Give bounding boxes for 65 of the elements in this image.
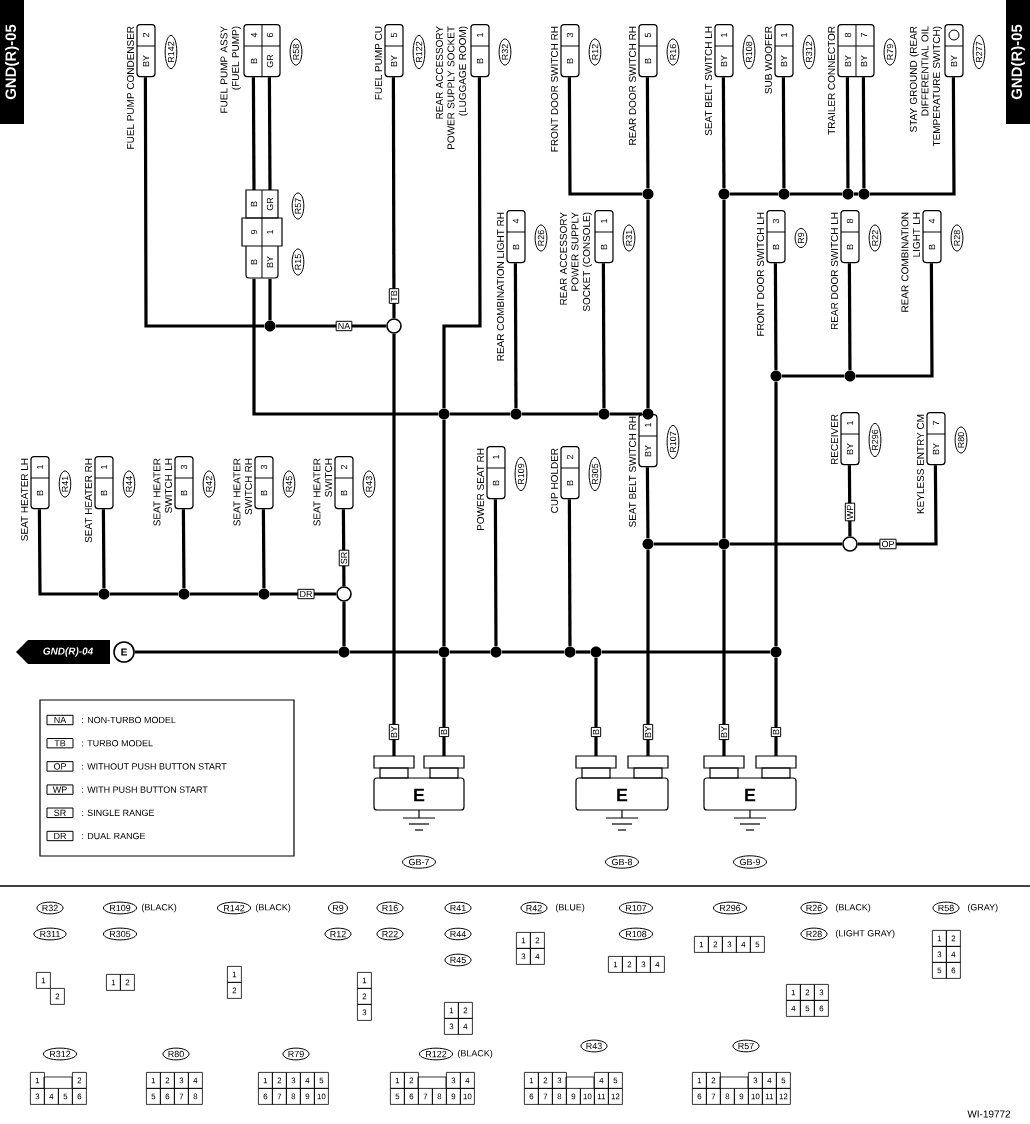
wire: [252, 278, 439, 416]
wire: [267, 77, 272, 191]
wire: [442, 419, 446, 647]
wire: [781, 77, 786, 189]
wire: [449, 412, 511, 416]
wire: [722, 549, 726, 756]
wire: [134, 650, 339, 654]
wire: [861, 77, 866, 189]
wire: [442, 657, 446, 756]
wire: [847, 263, 852, 371]
wire: [646, 199, 650, 409]
wire: [181, 509, 186, 589]
wire: [774, 657, 778, 756]
wire: [349, 650, 439, 654]
wire: [143, 77, 265, 328]
wire: [594, 657, 598, 756]
wire: [773, 263, 778, 371]
wire: [774, 381, 778, 647]
wire: [789, 192, 843, 196]
open-junction: [842, 536, 858, 552]
wire: [269, 592, 337, 596]
wire: [449, 650, 491, 654]
wire: [653, 542, 719, 546]
wire: [392, 333, 396, 756]
wire: [645, 467, 650, 539]
wire: [857, 465, 938, 546]
wire: [847, 465, 852, 537]
wire: [501, 650, 565, 654]
wire: [567, 499, 572, 647]
wire: [521, 412, 599, 416]
wire: [855, 263, 934, 378]
wire: [493, 499, 498, 647]
wire: [251, 77, 256, 191]
wire: [646, 549, 650, 756]
wire: [567, 77, 643, 196]
wire: [729, 542, 843, 546]
ground-connector: E: [703, 755, 797, 811]
wire: [189, 592, 259, 596]
wire: [268, 278, 272, 321]
wire: [601, 263, 606, 409]
wire: [342, 601, 346, 647]
wire: [391, 77, 396, 319]
wire: [729, 192, 779, 196]
ground-connector: E: [575, 755, 669, 811]
wire: [853, 192, 859, 196]
open-junction: [386, 318, 402, 334]
wire: [101, 509, 106, 589]
wire: [513, 263, 518, 409]
wire: [869, 77, 956, 196]
wire: [109, 592, 179, 596]
wire: [341, 509, 346, 587]
wire: [645, 77, 650, 189]
wire: [575, 650, 591, 654]
wire: [442, 77, 482, 409]
wire: [721, 77, 726, 189]
open-junction: [336, 586, 352, 602]
wire: [37, 509, 99, 596]
ground-connector: E: [373, 755, 465, 811]
wire: [845, 77, 850, 189]
wire: [781, 374, 845, 378]
wire: [609, 412, 643, 416]
wire: [601, 650, 771, 654]
wire: [275, 324, 387, 328]
wire: [722, 199, 726, 539]
wire: [261, 509, 266, 589]
